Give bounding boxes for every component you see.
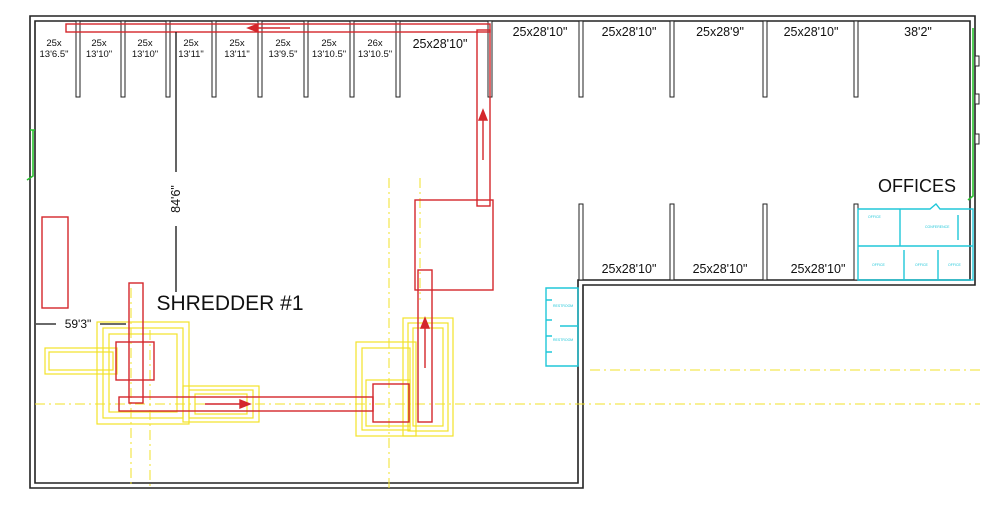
shredder-label: SHREDDER #1: [156, 292, 303, 315]
infeed-pad: [48, 351, 114, 371]
foundation: [402, 317, 454, 437]
conveyor-pad: [182, 385, 260, 423]
bay-label-line1: 25x: [229, 38, 245, 49]
room-tag: RESTROOM: [553, 338, 573, 342]
bay-label: 25x28'10": [784, 25, 839, 39]
incline-conveyor: [417, 269, 433, 423]
mid-bay-partitions: [578, 203, 859, 281]
infeed-pad: [44, 347, 118, 375]
window: [974, 55, 980, 67]
partition-wall: [762, 20, 768, 98]
conveyor-pad: [188, 389, 254, 419]
bay-label-line2: 13'10": [132, 49, 158, 60]
flow-arrowhead: [239, 398, 252, 410]
partition-wall: [349, 20, 355, 98]
doors: [26, 28, 974, 201]
foundation: [365, 379, 411, 427]
door-right: [967, 28, 974, 201]
room-tag: CONFERENCE: [925, 225, 950, 229]
bay-label: 25x28'10": [791, 262, 846, 276]
partition-wall: [165, 20, 171, 98]
office-room-tags: OFFICE CONFERENCE OFFICE OFFICE OFFICE R…: [553, 215, 961, 342]
door-left: [26, 129, 35, 181]
bay-label: 25x28'10": [413, 37, 468, 51]
restroom-outline: [545, 287, 579, 367]
window-marks: [974, 55, 980, 145]
room-tag: OFFICE: [915, 263, 928, 267]
bay-label: 38'2": [904, 25, 932, 39]
partition-wall: [395, 20, 401, 98]
large-bay-labels: 25x28'10" 25x28'10" 25x28'10" 25x28'9" 2…: [413, 25, 932, 276]
window: [974, 93, 980, 105]
bay-label: 25x28'10": [693, 262, 748, 276]
partition-wall: [669, 20, 675, 98]
top-left-bay-labels: 25x 13'6.5" 25x 13'10" 25x 13'10" 25x 13…: [40, 38, 393, 60]
dimension-lines: [36, 32, 177, 325]
dimension-label-horizontal: 59'3": [65, 317, 92, 331]
office-layout: [545, 203, 974, 367]
dimension-label-vertical: 84'6": [169, 185, 183, 213]
screen-unit: [414, 199, 494, 291]
bay-label: 25x28'10": [602, 262, 657, 276]
shredder-body: [115, 341, 155, 381]
partition-wall: [120, 20, 126, 98]
transfer-hopper: [372, 383, 410, 423]
bay-label-line1: 25x: [183, 38, 199, 49]
bay-label-line1: 25x: [46, 38, 62, 49]
inner-wall: [34, 20, 971, 484]
partition-wall: [75, 20, 81, 98]
foundation: [355, 341, 417, 437]
flow-arrows: [205, 22, 489, 410]
building-walls: [29, 15, 976, 489]
room-tag: OFFICE: [872, 263, 885, 267]
vertical-conveyor: [476, 29, 491, 207]
bay-label: 25x28'9": [696, 25, 744, 39]
partition-wall: [853, 20, 859, 98]
top-conveyor: [65, 23, 491, 33]
bay-label-line2: 13'6.5": [40, 49, 69, 60]
bay-label-line1: 25x: [137, 38, 153, 49]
bay-label-line2: 13'10": [86, 49, 112, 60]
hopper-centerlines: [35, 178, 980, 488]
flow-arrowhead: [246, 22, 259, 34]
bay-label-line1: 25x: [321, 38, 337, 49]
partition-wall: [762, 203, 768, 281]
bay-label: 25x28'10": [602, 25, 657, 39]
room-tag: OFFICE: [948, 263, 961, 267]
window: [974, 133, 980, 145]
flow-arrowhead: [477, 108, 489, 121]
partition-wall: [257, 20, 263, 98]
partition-wall: [578, 20, 584, 98]
bay-label-line2: 13'11": [178, 49, 204, 60]
hopper-outlines: [44, 317, 454, 437]
bay-label-line1: 26x: [367, 38, 383, 49]
foundation: [407, 322, 449, 432]
shredder-infeed: [128, 282, 144, 404]
office-outline: [857, 203, 974, 281]
room-tag: OFFICE: [868, 215, 881, 219]
offices-label: OFFICES: [878, 176, 956, 196]
partition-wall: [669, 203, 675, 281]
equipment: [41, 23, 494, 423]
partition-wall: [303, 20, 309, 98]
storage-bin: [41, 216, 69, 309]
bay-label-line2: 13'9.5": [269, 49, 298, 60]
bay-label-line1: 25x: [275, 38, 291, 49]
room-tag: RESTROOM: [553, 304, 573, 308]
partition-wall: [578, 203, 584, 281]
bay-label-line2: 13'10.5": [312, 49, 346, 60]
bay-label-line1: 25x: [91, 38, 107, 49]
outer-wall: [29, 15, 976, 489]
flow-arrowhead: [419, 316, 431, 329]
bay-label-line2: 13'11": [224, 49, 250, 60]
partition-wall: [211, 20, 217, 98]
bay-label-line2: 13'10.5": [358, 49, 392, 60]
bay-label: 25x28'10": [513, 25, 568, 39]
